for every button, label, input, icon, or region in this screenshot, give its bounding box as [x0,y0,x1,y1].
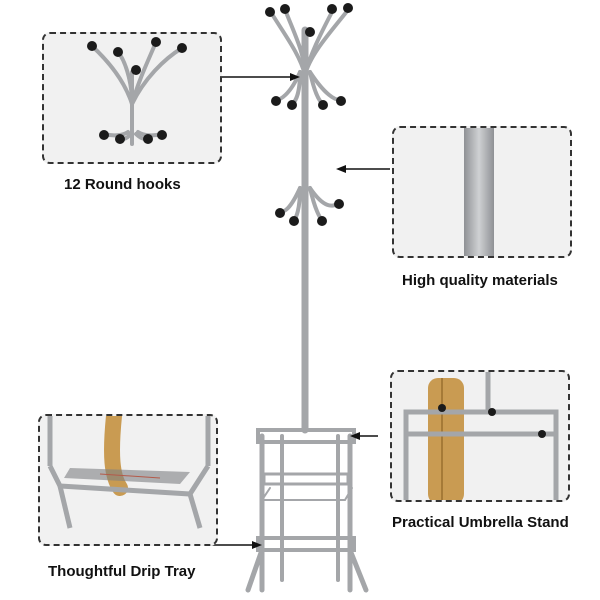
hooks-detail-panel [42,32,222,164]
umbrella-feature-label: Practical Umbrella Stand [392,514,569,531]
umbrella-stand-detail-panel [390,370,570,502]
pole-closeup-image [464,128,494,256]
materials-detail-panel [392,126,572,258]
materials-feature-label: High quality materials [402,272,558,289]
hooks-closeup-image [87,37,187,146]
umbrella-stand-closeup-image [403,372,559,500]
hooks-feature-label: 12 Round hooks [64,176,181,193]
drip-tray-closeup-image [47,416,211,529]
drip-tray-feature-label: Thoughtful Drip Tray [48,563,196,580]
drip-tray-detail-panel [38,414,218,546]
